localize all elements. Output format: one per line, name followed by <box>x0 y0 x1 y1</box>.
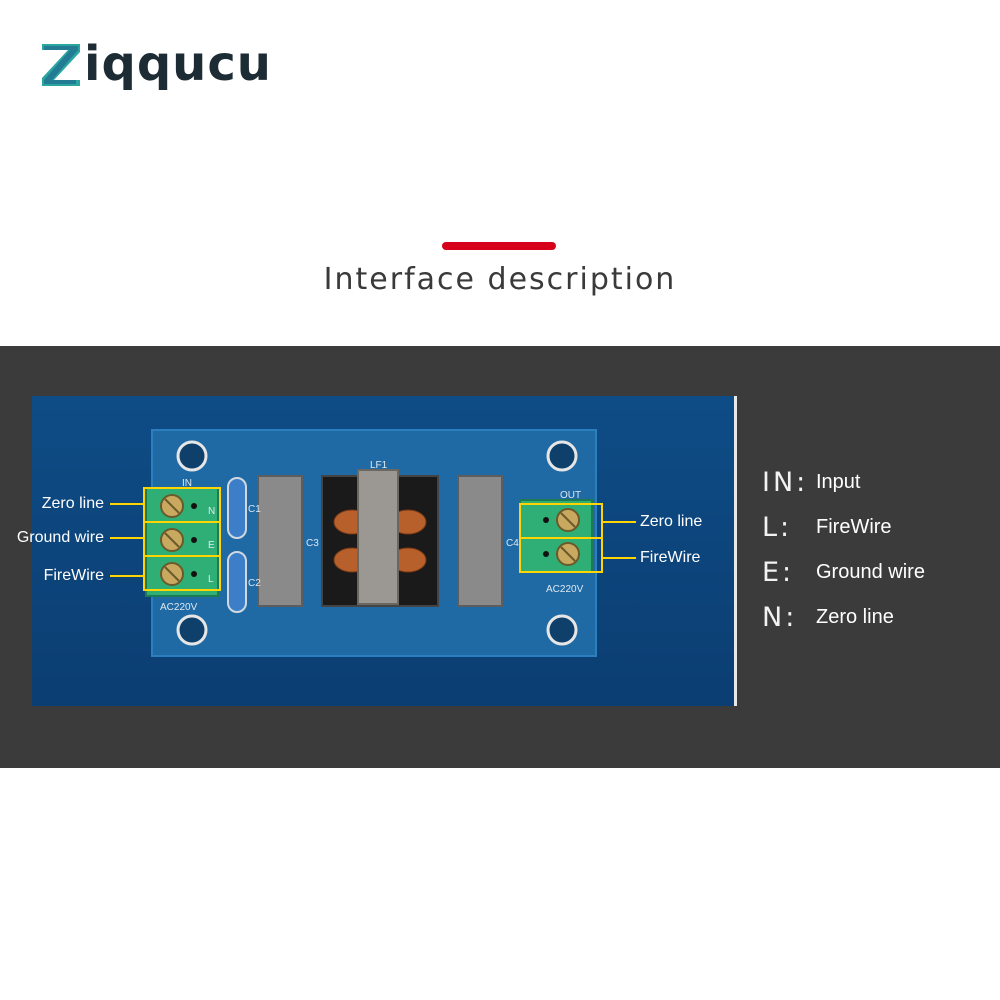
legend-row-l: L: FireWire <box>762 509 892 545</box>
capacitor-c1 <box>227 477 247 539</box>
legend-value: Zero line <box>816 605 894 628</box>
legend-key: N: <box>762 601 798 633</box>
legend-row-e: E: Ground wire <box>762 554 925 590</box>
callout-box <box>143 555 221 591</box>
svg-text:C1: C1 <box>248 504 261 515</box>
board-photo: IN N E L C1 C2 C3 C4 LF1 OUT AC220V AC22… <box>32 396 736 706</box>
output-terminal-block <box>519 499 593 573</box>
mounting-hole <box>546 440 578 472</box>
legend-key: E: <box>762 556 795 588</box>
svg-text:N: N <box>208 506 215 517</box>
svg-text:C4: C4 <box>506 538 519 549</box>
capacitor-c3 <box>257 475 303 607</box>
callout-zero-line-out: Zero line <box>640 513 703 530</box>
callout-firewire-out: FireWire <box>640 549 701 566</box>
legend-value: FireWire <box>816 515 892 538</box>
svg-text:AC220V: AC220V <box>160 602 198 613</box>
legend-key: IN: <box>762 466 809 498</box>
legend-value: Input <box>816 470 861 493</box>
capacitor-c4 <box>457 475 503 607</box>
mounting-hole <box>176 614 208 646</box>
logo-text: iqqucu <box>84 36 272 92</box>
logo-z-icon <box>42 44 80 86</box>
callout-box <box>519 537 603 573</box>
capacitor-c2 <box>227 551 247 613</box>
callout-firewire-in: FireWire <box>43 567 104 584</box>
svg-text:C2: C2 <box>248 578 261 589</box>
svg-text:E: E <box>208 540 215 551</box>
title-accent-bar <box>442 242 556 250</box>
section-title: Interface description <box>323 262 677 297</box>
legend-row-n: N: Zero line <box>762 599 894 635</box>
callout-zero-line-in: Zero line <box>41 495 104 512</box>
emi-filter-board-icon: IN N E L C1 C2 C3 C4 LF1 OUT AC220V AC22… <box>110 429 636 657</box>
mounting-hole <box>176 440 208 472</box>
logo-z-mark <box>40 40 82 88</box>
legend-row-in: IN: Input <box>762 464 860 500</box>
brand-logo: iqqucu <box>40 34 272 94</box>
photo-divider <box>734 396 737 706</box>
svg-text:LF1: LF1 <box>370 460 388 471</box>
svg-text:L: L <box>208 574 214 585</box>
legend-key: L: <box>762 511 793 543</box>
choke-core <box>357 469 399 605</box>
callout-ground-wire: Ground wire <box>16 529 104 546</box>
svg-text:IN: IN <box>182 478 192 489</box>
mounting-hole <box>546 614 578 646</box>
svg-text:C3: C3 <box>306 538 319 549</box>
svg-text:AC220V: AC220V <box>546 584 584 595</box>
legend-value: Ground wire <box>816 560 925 583</box>
svg-text:OUT: OUT <box>560 490 581 501</box>
